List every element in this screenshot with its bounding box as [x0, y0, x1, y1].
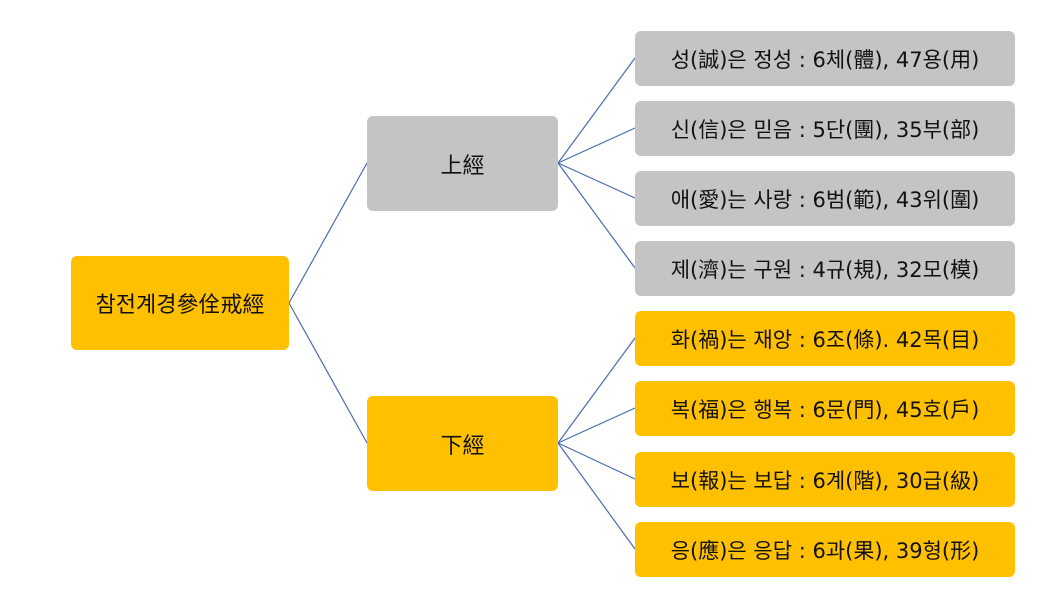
leaf-label: 화(禍)는 재앙 : 6조(條). 42목(目) — [670, 327, 980, 352]
branch-node-upper-scripture: 上經 — [367, 116, 558, 211]
connector-lower-leaf-3 — [557, 442, 636, 480]
leaf-label: 제(濟)는 구원 : 4규(規), 32모(模) — [670, 257, 980, 282]
branch-label-lower: 下經 — [440, 433, 485, 459]
connector-root-lower — [288, 302, 368, 444]
leaf-node-salvation: 제(濟)는 구원 : 4규(規), 32모(模) — [635, 241, 1015, 296]
leaf-label: 복(福)은 행복 : 6문(門), 45호(戶) — [670, 397, 980, 422]
leaf-label: 보(報)는 보답 : 6계(階), 30급(級) — [670, 468, 980, 493]
connector-upper-leaf-3 — [557, 162, 636, 199]
root-node: 참전계경參佺戒經 — [71, 256, 289, 350]
leaf-node-reward: 보(報)는 보답 : 6계(階), 30급(級) — [635, 452, 1015, 507]
leaf-node-blessing: 복(福)은 행복 : 6문(門), 45호(戶) — [635, 381, 1015, 436]
leaf-node-sincerity: 성(誠)은 정성 : 6체(體), 47용(用) — [635, 31, 1015, 86]
leaf-label: 성(誠)은 정성 : 6체(體), 47용(用) — [670, 47, 980, 72]
connector-upper-leaf-1 — [557, 57, 636, 164]
connector-upper-leaf-2 — [557, 127, 636, 164]
connector-upper-leaf-4 — [557, 162, 636, 269]
leaf-node-misfortune: 화(禍)는 재앙 : 6조(條). 42목(目) — [635, 311, 1015, 366]
connector-lower-leaf-1 — [557, 337, 636, 444]
leaf-label: 애(愛)는 사랑 : 6범(範), 43위(圍) — [670, 187, 980, 212]
leaf-node-love: 애(愛)는 사랑 : 6범(範), 43위(圍) — [635, 171, 1015, 226]
root-label: 참전계경參佺戒經 — [95, 293, 265, 318]
connector-lower-leaf-2 — [557, 407, 636, 444]
leaf-label: 신(信)은 믿음 : 5단(團), 35부(部) — [670, 117, 980, 142]
branch-label-upper: 上經 — [440, 153, 485, 179]
leaf-label: 응(應)은 응답 : 6과(果), 39형(形) — [670, 538, 980, 563]
connector-root-upper — [288, 162, 368, 304]
branch-node-lower-scripture: 下經 — [367, 396, 558, 491]
leaf-node-response: 응(應)은 응답 : 6과(果), 39형(形) — [635, 522, 1015, 577]
leaf-node-faith: 신(信)은 믿음 : 5단(團), 35부(部) — [635, 101, 1015, 156]
connector-lower-leaf-4 — [557, 442, 636, 550]
